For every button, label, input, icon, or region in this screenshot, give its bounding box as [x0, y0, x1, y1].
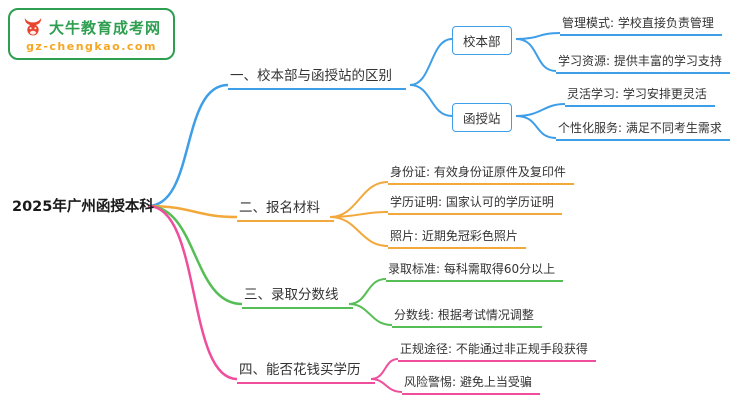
connector-branch3-leaf1: [348, 278, 387, 305]
connector-branch1-box2: [409, 84, 453, 117]
site-logo[interactable]: 大牛教育成考网 gz-chengkao.com: [8, 8, 176, 60]
connector-branch4-leaf1: [370, 358, 399, 380]
connector-branch4-leaf2: [370, 378, 403, 393]
leaf-photo: 照片: 近期免冠彩色照片: [388, 227, 526, 249]
branch-label-buy-diploma: 四、能否花钱买学历: [237, 358, 375, 384]
branch-label-campus-vs-station: 一、校本部与函授站的区别: [228, 64, 406, 90]
leaf-management-mode: 管理模式: 学校直接负责管理: [560, 14, 722, 36]
connector-box1-leaf1: [515, 32, 561, 40]
connector-root-branch3: [147, 204, 243, 306]
leaf-personalized-service: 个性化服务: 满足不同考生需求: [556, 119, 730, 141]
site-name: 大牛教育成考网: [49, 18, 162, 37]
leaf-education-proof: 学历证明: 国家认可的学历证明: [388, 193, 562, 215]
leaf-id-card: 身份证: 有效身份证原件及复印件: [388, 163, 574, 185]
connector-root-branch2: [147, 204, 238, 219]
branch-label-admission-score: 三、录取分数线: [242, 283, 353, 309]
box-node-campus: 校本部: [452, 26, 512, 55]
leaf-flexible-learning: 灵活学习: 学习安排更灵活: [565, 85, 715, 107]
connector-branch2-leaf3: [329, 216, 389, 247]
leaf-risk-warning: 风险警惕: 避免上当受骗: [402, 373, 540, 395]
box-node-station: 函授站: [452, 103, 512, 132]
branch-label-materials: 二、报名材料: [237, 196, 334, 222]
connector-branch2-leaf2: [329, 211, 389, 218]
site-url: gz-chengkao.com: [26, 40, 157, 53]
leaf-legit-channel: 正规途径: 不能通过非正规手段获得: [398, 340, 596, 362]
leaf-admission-standard: 录取标准: 每科需取得60分以上: [386, 260, 564, 282]
connector-box1-leaf2: [515, 38, 557, 72]
leaf-score-line: 分数线: 根据考试情况调整: [392, 306, 542, 328]
root-node: 2025年广州函授本科: [12, 199, 154, 215]
connector-root-branch1: [147, 83, 229, 208]
connector-branch1-box1: [409, 38, 453, 86]
connector-branch3-leaf2: [348, 303, 393, 326]
connector-box2-leaf1: [515, 103, 566, 117]
bull-icon: [22, 16, 44, 38]
leaf-learning-resources: 学习资源: 提供丰富的学习支持: [556, 52, 730, 74]
connector-box2-leaf2: [515, 115, 557, 139]
connector-root-branch4: [147, 204, 238, 381]
